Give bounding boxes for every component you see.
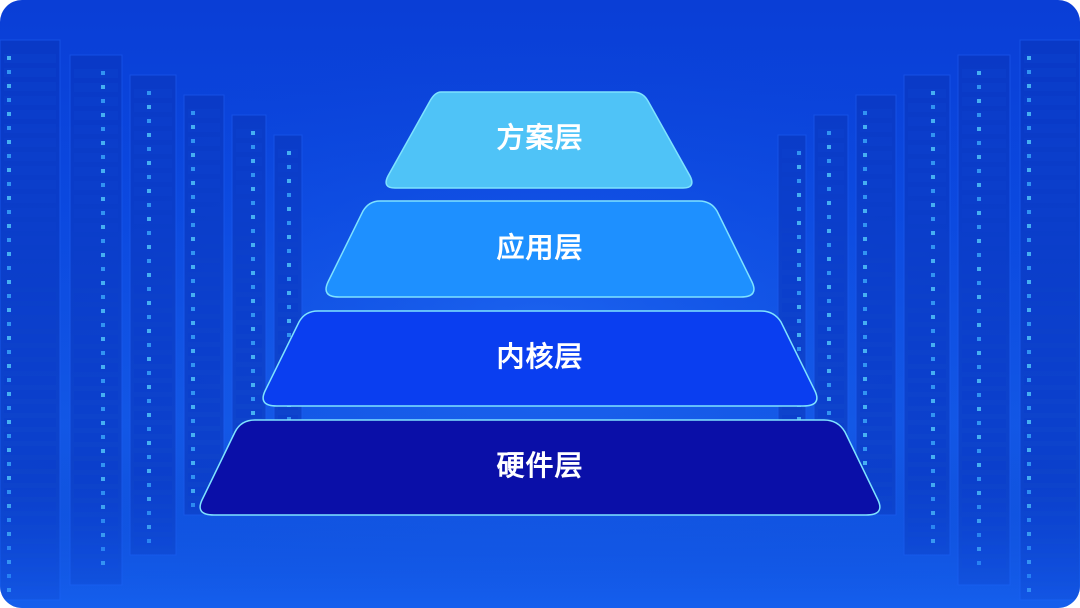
layer-hardware-label: 硬件层	[496, 449, 584, 482]
layer-kernel-label: 内核层	[496, 340, 584, 373]
layer-application-shape[interactable]	[325, 200, 755, 298]
layer-solution-shape[interactable]	[385, 91, 693, 189]
layer-application-label: 应用层	[496, 231, 584, 264]
layer-kernel-shape[interactable]	[262, 310, 818, 407]
layer-hardware-shape[interactable]	[199, 419, 881, 516]
layer-solution-label: 方案层	[496, 121, 584, 154]
